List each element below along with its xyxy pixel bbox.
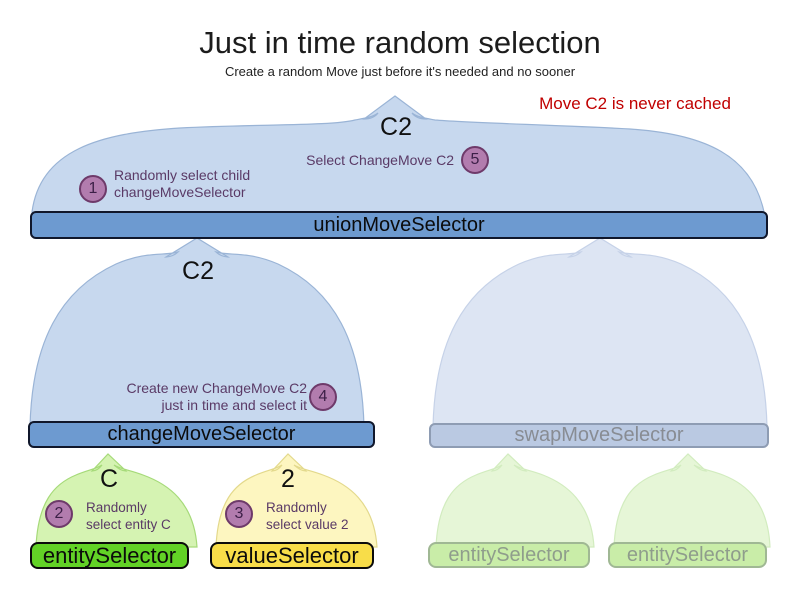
value-funnel-arrow-shape [215,453,378,548]
flow-label-entity-c: C [99,465,119,493]
never-cached-note: Move C2 is never cached [539,94,731,113]
entity-selector-bar: entitySelector [30,542,189,569]
swap-move-selector-bar: swapMoveSelector [429,423,769,448]
step-4-annotation: Create new ChangeMove C2 just in time an… [95,380,307,414]
faded-entity-selector-bar-1: entitySelector [428,542,590,568]
faded-entity-selector-bar-2: entitySelector [608,542,767,568]
step-3-annotation: Randomly select value 2 [266,499,396,533]
step-2-annotation-line2: select entity C [86,517,171,532]
step-1-annotation-line1: Randomly select child [114,167,251,183]
step-5-annotation: Select ChangeMove C2 [270,152,454,169]
step-3-annotation-line1: Randomly [266,500,327,515]
step-1-badge: 1 [79,175,107,203]
step-2-badge: 2 [45,500,73,528]
step-2-annotation: Randomly select entity C [86,499,216,533]
faded-entity-funnel-2-shape [613,453,771,548]
step-5-annotation-line1: Select ChangeMove C2 [306,152,454,168]
step-5-badge: 5 [461,146,489,174]
step-3-badge: 3 [225,500,253,528]
page-subtitle: Create a random Move just before it's ne… [224,64,576,79]
flow-label-c2-top: C2 [380,113,412,141]
union-move-selector-bar: unionMoveSelector [30,211,768,239]
union-funnel-arrow-shape [31,95,765,213]
change-move-selector-bar: changeMoveSelector [28,421,375,448]
page-title: Just in time random selection [199,25,601,60]
value-selector-bar: valueSelector [210,542,374,569]
step-1-annotation: Randomly select child changeMoveSelector [114,167,314,201]
step-3-annotation-line2: select value 2 [266,517,349,532]
step-4-annotation-line2: just in time and select it [161,397,307,413]
faded-entity-funnel-1-shape [435,453,595,548]
swap-funnel-arrow-shape [432,237,768,428]
step-2-annotation-line1: Randomly [86,500,147,515]
change-funnel-arrow-shape [29,237,365,428]
step-4-badge: 4 [309,383,337,411]
entity-funnel-arrow-shape [35,453,198,548]
step-1-annotation-line2: changeMoveSelector [114,184,246,200]
flow-label-value-2: 2 [281,465,295,493]
flow-label-c2-middle: C2 [182,257,214,285]
step-4-annotation-line1: Create new ChangeMove C2 [126,380,307,396]
